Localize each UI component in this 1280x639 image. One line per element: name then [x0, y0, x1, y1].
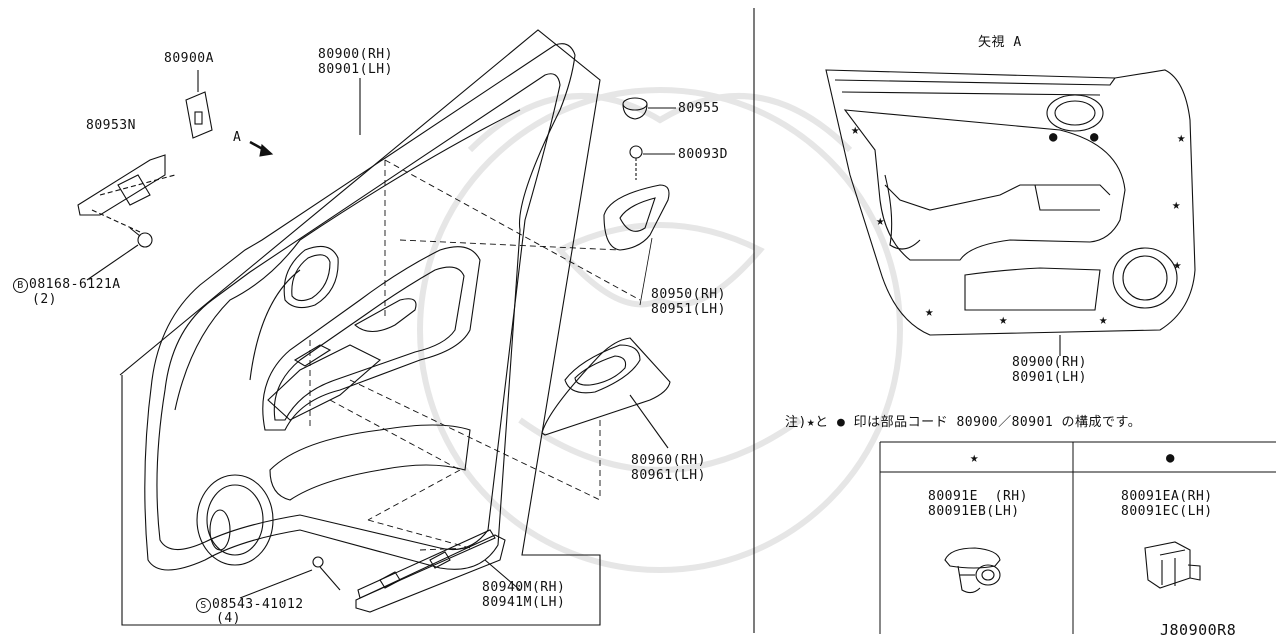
- star-marker: ★: [925, 304, 934, 320]
- label-80091EC-lh: 80091EC(LH): [1121, 504, 1213, 519]
- dot-marker: ●: [1049, 129, 1058, 145]
- clip-80091E-drawing: [944, 547, 1001, 594]
- view-a-label-80900-rh: 80900(RH): [1012, 355, 1087, 370]
- screw-08168: [86, 227, 153, 281]
- view-a-door-panel: [825, 69, 1196, 356]
- bracket-80953N: [77, 154, 176, 233]
- label-80091EA-rh: 80091EA(RH): [1121, 489, 1213, 504]
- label-80961-lh: 80961(LH): [631, 468, 706, 483]
- table-header-star: ★: [970, 450, 979, 466]
- star-marker: ★: [876, 213, 885, 229]
- label-08543-qty: (4): [216, 611, 241, 626]
- label-80950-rh: 80950(RH): [651, 287, 726, 302]
- dashed-guides: [309, 159, 641, 551]
- finisher-80960: [541, 337, 671, 449]
- star-marker: ★: [1099, 312, 1108, 328]
- view-a-title: 矢視 A: [978, 35, 1022, 50]
- note-text: 注)★と ● 印は部品コード 80900／80901 の構成です。: [785, 415, 1142, 430]
- door-trim-panel: [144, 43, 576, 571]
- table-header-dot: ●: [1166, 450, 1175, 466]
- star-marker: ★: [1172, 197, 1181, 213]
- label-80091E-rh: 80091E (RH): [928, 489, 1028, 504]
- screw-08543: [239, 556, 341, 599]
- label-80960-rh: 80960(RH): [631, 453, 706, 468]
- diagram-code: J80900R8: [1160, 621, 1237, 639]
- label-80093D: 80093D: [678, 147, 728, 162]
- label-80951-lh: 80951(LH): [651, 302, 726, 317]
- star-marker: ★: [999, 312, 1008, 328]
- star-marker: ★: [851, 122, 860, 138]
- handle-80940M: [355, 529, 521, 613]
- label-08168-qty: (2): [32, 292, 57, 307]
- main-outline-frame: [119, 29, 601, 626]
- label-80901-lh: 80901(LH): [318, 62, 393, 77]
- label-80941M-lh: 80941M(LH): [482, 595, 566, 610]
- cap-80955: [622, 97, 676, 120]
- clip-80091EA-drawing: [1144, 541, 1201, 589]
- bolt-symbol-b: B: [13, 278, 28, 293]
- escutcheon-80950: [603, 184, 670, 306]
- screw-symbol-s: S: [196, 598, 211, 613]
- view-arrow-A: [249, 140, 274, 157]
- dot-marker: ●: [1090, 129, 1099, 145]
- label-80900-rh: 80900(RH): [318, 47, 393, 62]
- star-marker: ★: [1177, 130, 1186, 146]
- label-view-arrow-A: A: [233, 130, 242, 145]
- clip-80900A: [185, 70, 213, 139]
- screw-80093D: [629, 145, 675, 180]
- label-80900A: 80900A: [164, 51, 214, 66]
- label-80955: 80955: [678, 101, 720, 116]
- watermark-emblem: [417, 87, 903, 573]
- star-marker: ★: [1173, 257, 1182, 273]
- clip-table: [879, 441, 1276, 634]
- label-80940M-rh: 80940M(RH): [482, 580, 566, 595]
- label-80953N: 80953N: [86, 118, 136, 133]
- label-80091EB-lh: 80091EB(LH): [928, 504, 1020, 519]
- view-a-label-80901-lh: 80901(LH): [1012, 370, 1087, 385]
